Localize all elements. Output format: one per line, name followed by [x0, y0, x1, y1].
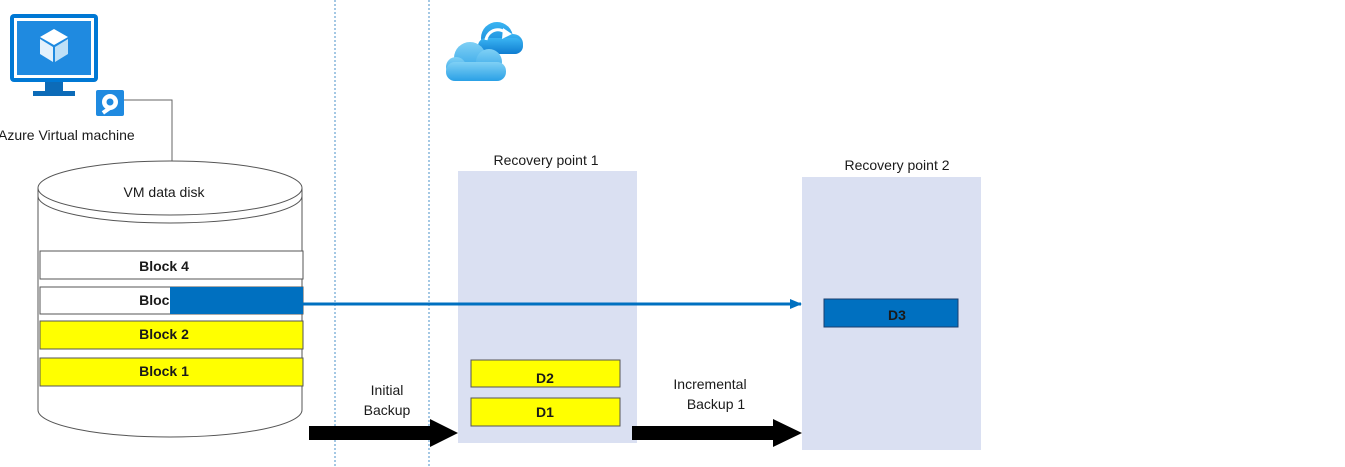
- recovery-point-1-title: Recovery point 1: [493, 152, 598, 168]
- recovery-point-2-title: Recovery point 2: [844, 157, 949, 173]
- cloud-backup-icon: [446, 22, 523, 81]
- disk-block-4: [39, 250, 304, 280]
- disk-label: VM data disk: [124, 184, 206, 200]
- block-2-label: Block 2: [139, 326, 189, 342]
- recovery-block-d1: [470, 397, 621, 427]
- block-1-label: Block 1: [139, 363, 189, 379]
- recovery-block-d3: [823, 298, 959, 328]
- incremental-backup-arrow: [632, 419, 802, 447]
- incremental-backup-label-line2: Backup 1: [687, 396, 746, 412]
- block-3-changed-segment: [170, 287, 303, 314]
- initial-backup-arrow: [309, 419, 458, 447]
- virtual-machine-icon: [10, 14, 124, 116]
- initial-backup-label-line1: Initial: [371, 382, 404, 398]
- recovery-block-d2: [470, 359, 621, 388]
- d1-label: D1: [536, 404, 554, 420]
- block-4-label: Block 4: [139, 258, 189, 274]
- disk-block-2: [39, 320, 304, 350]
- incremental-backup-label-line1: Incremental: [673, 376, 746, 392]
- vm-disk-connector: [124, 99, 173, 163]
- vm-label: Azure Virtual machine: [0, 127, 135, 143]
- d3-label: D3: [888, 307, 906, 323]
- initial-backup-label-line2: Backup: [364, 402, 411, 418]
- disk-block-1: [39, 357, 304, 387]
- d2-label: D2: [536, 370, 554, 386]
